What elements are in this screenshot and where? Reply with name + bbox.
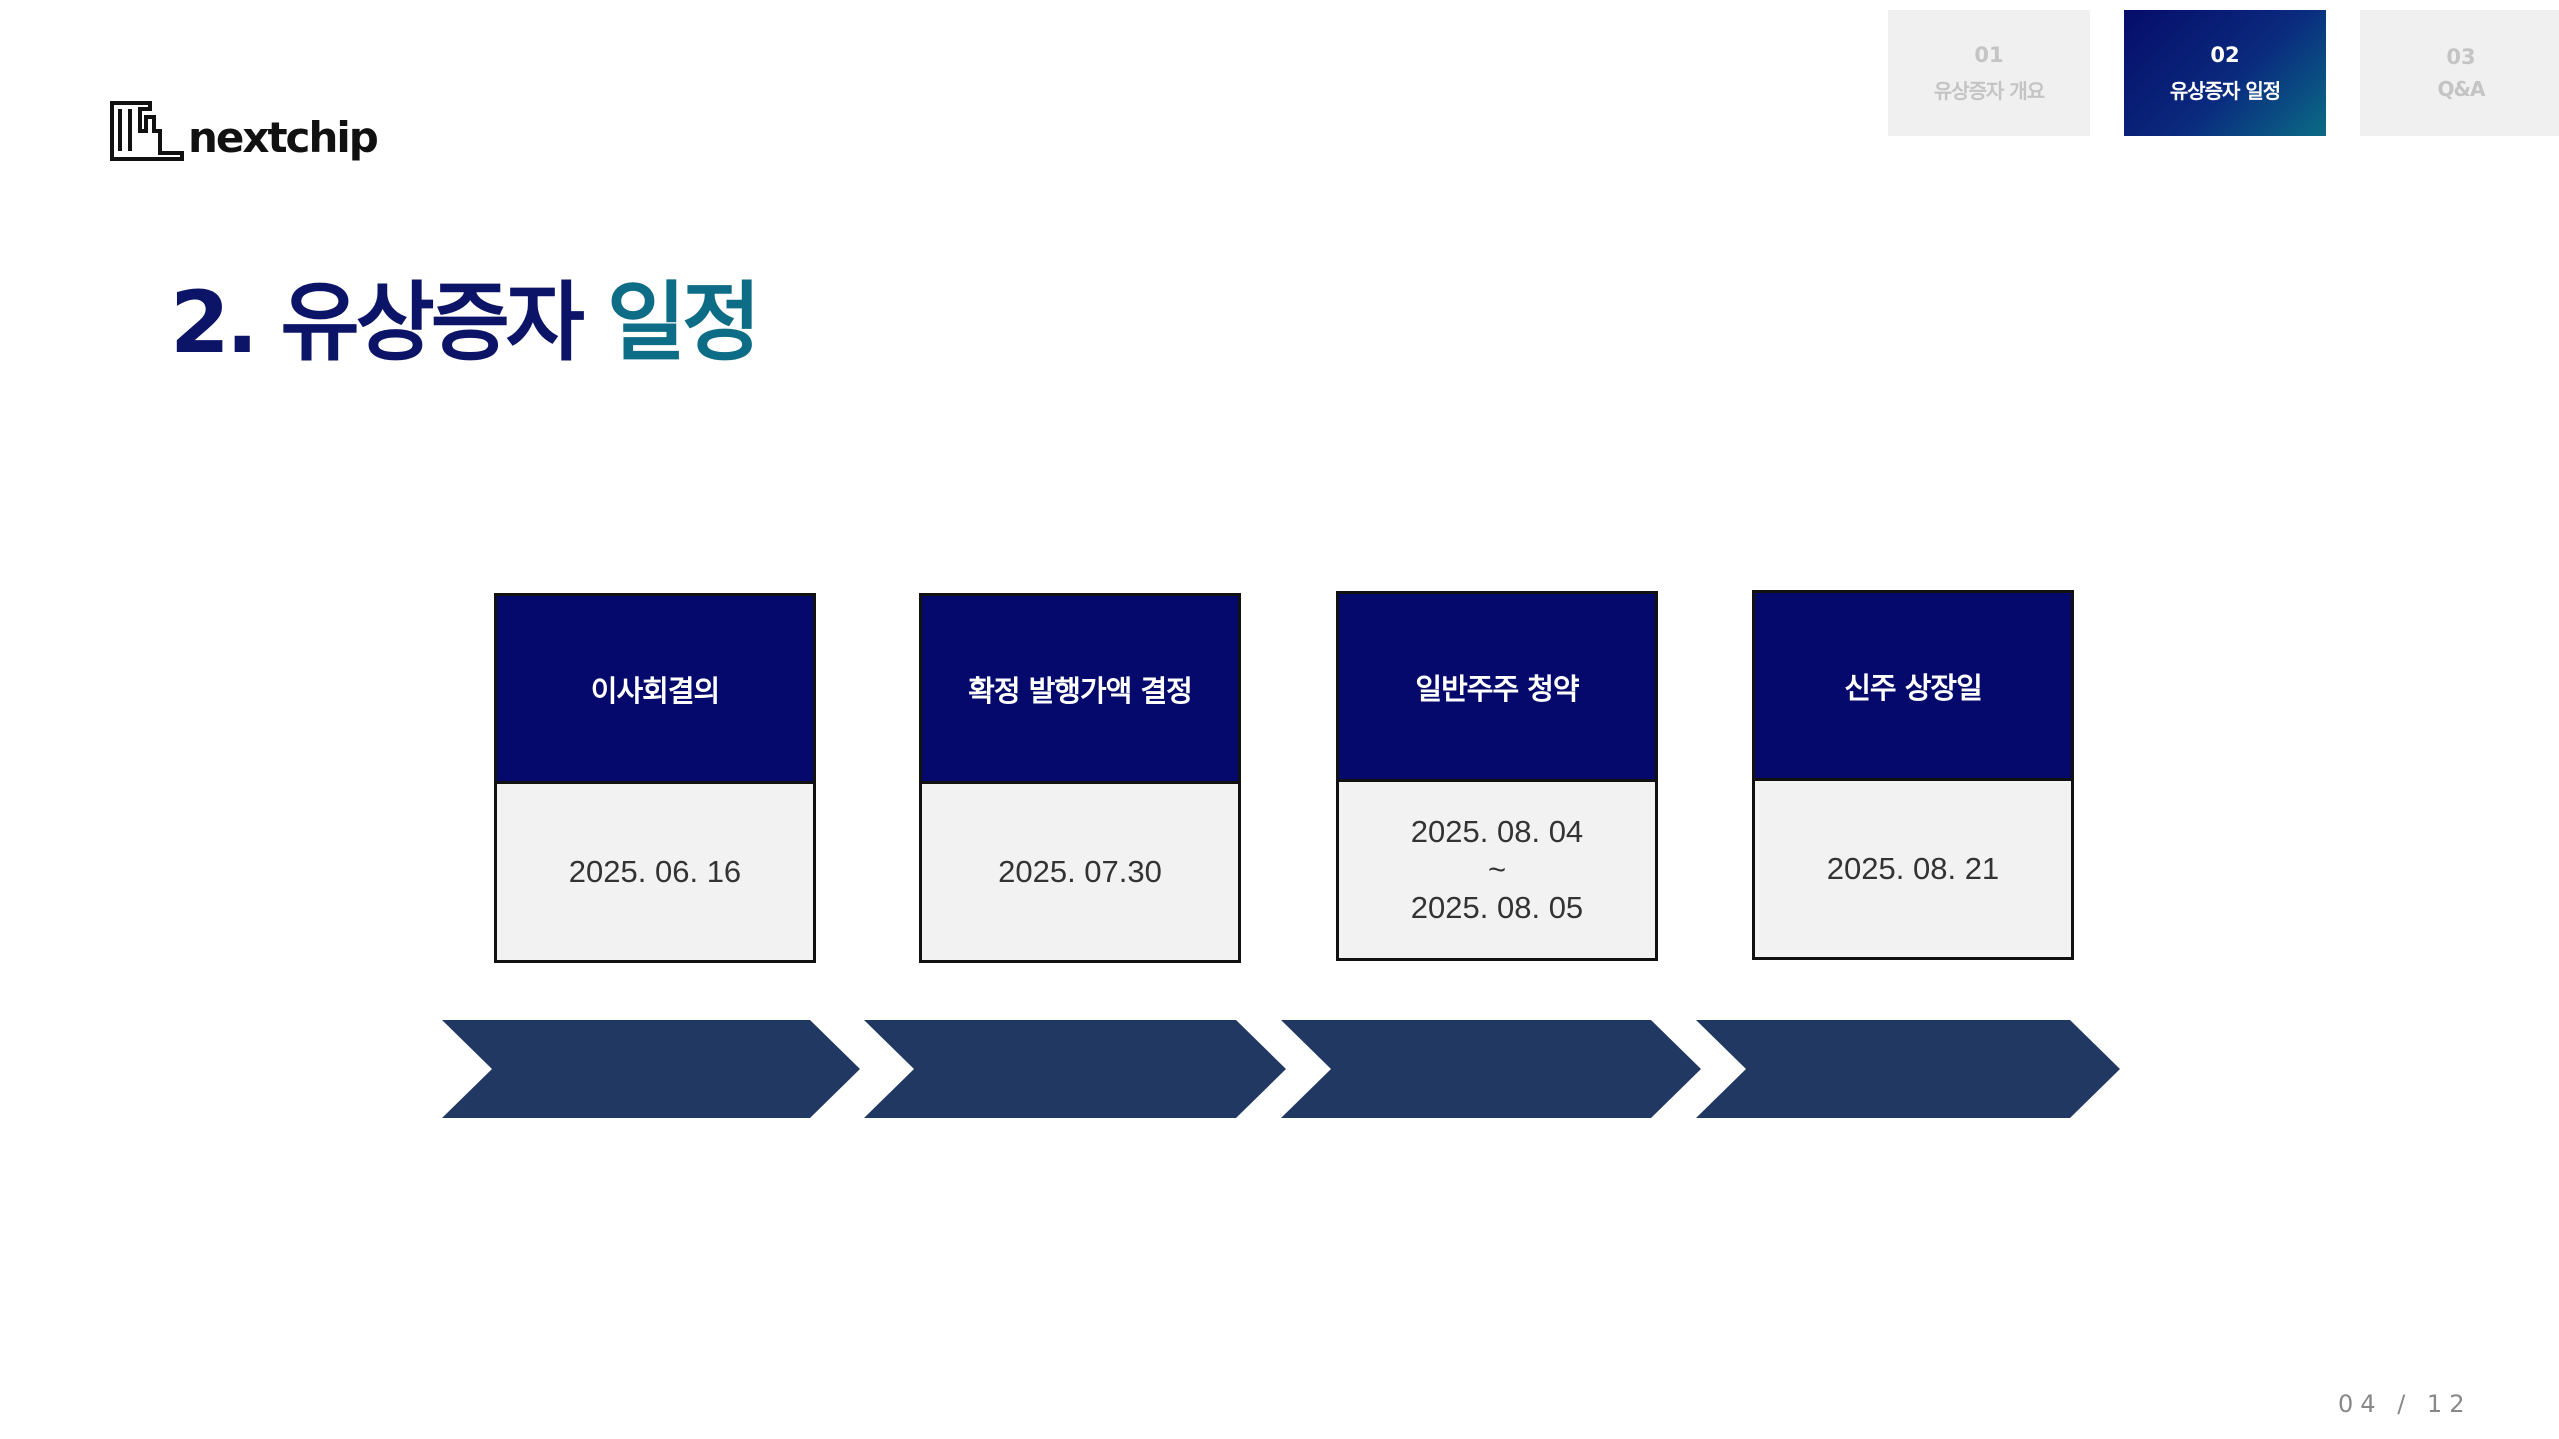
timeline-card-label: 신주 상장일 xyxy=(1755,593,2071,781)
tab-number: 02 xyxy=(2210,42,2240,67)
nextchip-logo-icon xyxy=(110,101,184,161)
page-current: 04 xyxy=(2338,1390,2383,1418)
timeline-card-price-decision: 확정 발행가액 결정 2025. 07.30 xyxy=(919,593,1241,963)
chevron-arrow-2 xyxy=(864,1020,1286,1118)
timeline-card-listing: 신주 상장일 2025. 08. 21 xyxy=(1752,590,2074,960)
date-line: 2025. 07.30 xyxy=(998,854,1162,889)
brand-name: nextchip xyxy=(188,113,379,162)
timeline-card-date: 2025. 06. 16 xyxy=(497,784,813,960)
tab-label: 유상증자 일정 xyxy=(2169,78,2281,103)
timeline-arrows xyxy=(442,1020,2120,1118)
timeline-card-subscription: 일반주주 청약 2025. 08. 04 ~ 2025. 08. 05 xyxy=(1336,591,1658,961)
timeline-card-date: 2025. 08. 04 ~ 2025. 08. 05 xyxy=(1339,782,1655,958)
page-total: 12 xyxy=(2426,1390,2472,1418)
section-nav: 01 유상증자 개요 02 유상증자 일정 03 Q&A xyxy=(1888,10,2559,136)
tab-overview[interactable]: 01 유상증자 개요 xyxy=(1888,10,2090,136)
timeline-card-date: 2025. 08. 21 xyxy=(1755,781,2071,957)
chevron-arrow-4 xyxy=(1696,1020,2120,1118)
page-title: 2. 유상증자 일정 xyxy=(170,280,761,366)
date-line: 2025. 08. 05 xyxy=(1410,890,1584,925)
timeline-card-label: 이사회결의 xyxy=(497,596,813,784)
page-number: 04 / 12 xyxy=(2338,1390,2471,1418)
timeline-card-label: 일반주주 청약 xyxy=(1339,594,1655,782)
tab-label: Q&A xyxy=(2437,77,2486,101)
timeline-card-board-resolution: 이사회결의 2025. 06. 16 xyxy=(494,593,816,963)
page-separator: / xyxy=(2397,1390,2413,1418)
tab-number: 03 xyxy=(2446,45,2476,69)
page-title-main: 2. 유상증자 xyxy=(170,273,585,373)
tab-label: 유상증자 개요 xyxy=(1933,78,2045,103)
date-line: 2025. 08. 04 xyxy=(1410,814,1584,849)
timeline-card-label: 확정 발행가액 결정 xyxy=(922,596,1238,784)
date-line: 2025. 08. 21 xyxy=(1826,851,2000,886)
date-line: 2025. 06. 16 xyxy=(568,854,742,889)
tab-number: 01 xyxy=(1974,42,2004,67)
page-title-accent: 일정 xyxy=(606,273,761,373)
chevron-arrow-1 xyxy=(442,1020,860,1118)
tab-qna[interactable]: 03 Q&A xyxy=(2360,10,2559,136)
chevron-arrow-3 xyxy=(1281,1020,1701,1118)
timeline-card-date: 2025. 07.30 xyxy=(922,784,1238,960)
date-range-separator: ~ xyxy=(1487,852,1507,887)
brand-logo[interactable]: nextchip xyxy=(110,98,379,164)
tab-schedule[interactable]: 02 유상증자 일정 xyxy=(2124,10,2326,136)
